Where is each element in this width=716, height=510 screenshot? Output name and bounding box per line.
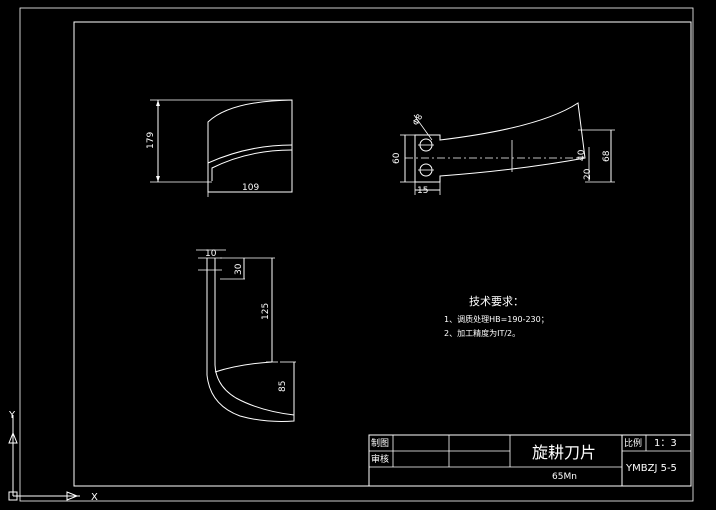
top-view: Φ8 60 15 40 20 68 bbox=[392, 102, 615, 196]
notes-item-2: 2、加工精度为IT/2。 bbox=[444, 328, 520, 338]
notes-title: 技术要求： bbox=[469, 295, 524, 308]
checked-by-label: 审核 bbox=[371, 453, 389, 465]
ucs-y-label: Y bbox=[8, 410, 16, 421]
inner-border bbox=[73, 21, 692, 487]
scale-label: 比例 bbox=[624, 437, 642, 449]
dim-top-right: 68 bbox=[602, 150, 612, 162]
front-view: 10 30 125 85 bbox=[196, 249, 296, 422]
scale-value: 1：3 bbox=[654, 438, 677, 449]
outer-border bbox=[19, 7, 694, 502]
dim-front-mid: 125 bbox=[261, 303, 271, 320]
material: 65Mn bbox=[552, 472, 577, 482]
dim-front-low: 85 bbox=[278, 381, 288, 392]
technical-notes: 技术要求： 1、调质处理HB=190-230； 2、加工精度为IT/2。 bbox=[444, 295, 549, 338]
drawn-by-label: 制图 bbox=[371, 437, 389, 449]
title-block: 制图 审核 旋耕刀片 65Mn 比例 1：3 YMBZJ 5-5 bbox=[368, 434, 692, 487]
side-view: 179 109 bbox=[146, 99, 293, 197]
drawing-number: YMBZJ 5-5 bbox=[625, 463, 677, 474]
dim-side-width: 109 bbox=[242, 183, 259, 193]
dim-top-hole: Φ8 bbox=[411, 113, 424, 127]
dim-top-left: 60 bbox=[392, 152, 402, 164]
dim-top-offset: 15 bbox=[417, 186, 428, 196]
dim-top-inner: 40 bbox=[577, 149, 587, 161]
dim-front-top: 30 bbox=[234, 263, 244, 275]
dim-front-thickness: 10 bbox=[205, 249, 217, 259]
part-name: 旋耕刀片 bbox=[532, 443, 596, 462]
ucs-x-label: X bbox=[91, 492, 98, 503]
ucs-icon: Y X bbox=[8, 410, 98, 503]
dim-side-height: 179 bbox=[146, 132, 156, 149]
notes-item-1: 1、调质处理HB=190-230； bbox=[444, 314, 549, 324]
dim-top-low: 20 bbox=[583, 168, 593, 180]
